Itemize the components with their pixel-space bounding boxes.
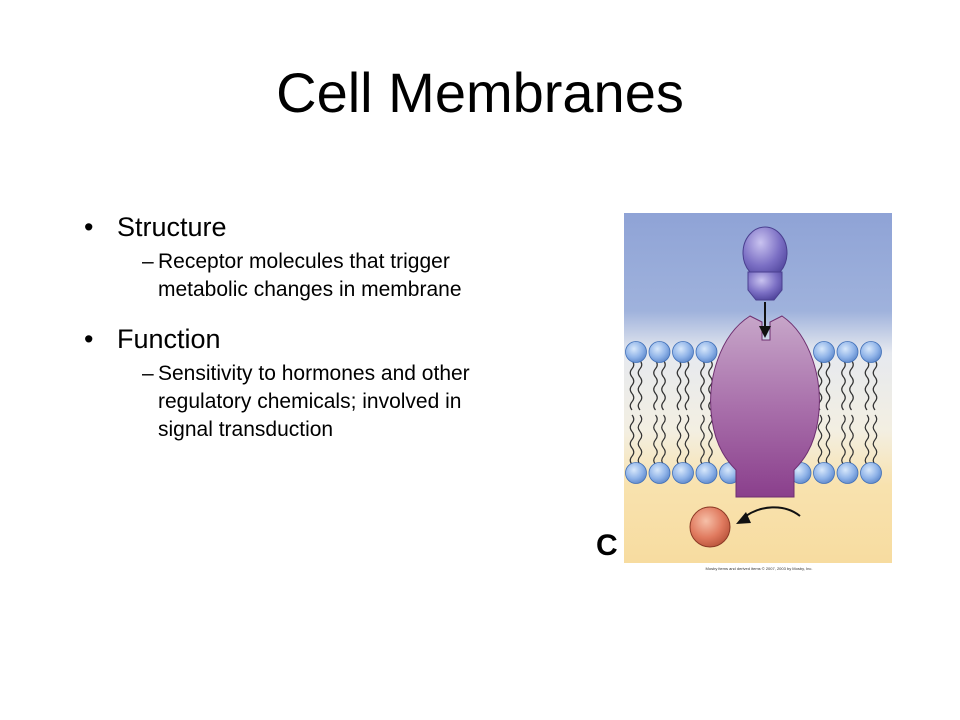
lipid-tail (700, 360, 705, 411)
lipid-head (860, 341, 882, 363)
lipid-tail (872, 414, 878, 465)
lipid-head (836, 341, 859, 363)
signal-molecule (742, 226, 788, 280)
lipid-tail (708, 414, 713, 465)
release-arrowhead (736, 512, 751, 524)
lipid-tail (817, 414, 823, 465)
lipid-head (672, 462, 694, 484)
lipid-tail (676, 360, 682, 411)
receptor-protein (710, 315, 820, 498)
lipid-head (625, 341, 647, 363)
lipid-head (695, 462, 718, 484)
product-molecule (689, 506, 731, 548)
lipid-tail (629, 414, 635, 465)
lipid-tail (825, 360, 831, 411)
sub-bullet-marker: – (142, 250, 154, 273)
lipid-tail (629, 360, 635, 411)
bullet-list: • Structure – Receptor molecules that tr… (84, 210, 514, 462)
lipid-tail (684, 414, 690, 465)
lipid-head (813, 462, 835, 484)
lipid-head (625, 462, 647, 484)
lipid-tail (637, 360, 643, 411)
lipid-head (672, 341, 694, 363)
lipid-tail (653, 414, 658, 465)
bullet-structure: • Structure (84, 210, 514, 244)
lipid-tail (825, 414, 831, 465)
lipid-head (813, 341, 835, 363)
sub-bullet-function: – Sensitivity to hormones and other regu… (84, 360, 514, 444)
lipid-tail (661, 414, 666, 465)
bullet-marker: • (84, 212, 94, 242)
lipid-tail (849, 414, 854, 465)
lipid-tail (676, 414, 682, 465)
lipid-tail (637, 414, 643, 465)
figure-panel-letter: C (596, 529, 618, 562)
bullet-marker: • (84, 324, 94, 354)
lipid-tail (700, 414, 705, 465)
slide-title: Cell Membranes (276, 61, 684, 124)
signal-molecule-stem (747, 271, 783, 301)
figure-copyright: Mosby items and derived items © 2007, 20… (705, 566, 813, 571)
lipid-tail (872, 360, 878, 411)
sub-bullet-marker: – (142, 362, 154, 385)
binding-arrowhead (759, 326, 771, 338)
lipid-tail (841, 414, 846, 465)
lipid-tail (684, 360, 690, 411)
membrane-receptor-diagram (624, 213, 892, 563)
bullet-label: Function (117, 324, 221, 354)
lipid-head (695, 341, 718, 363)
bullet-label: Structure (117, 212, 227, 242)
lipid-tail (849, 360, 854, 411)
sub-bullet-structure: – Receptor molecules that trigger metabo… (84, 248, 514, 304)
lipid-tail (653, 360, 658, 411)
lipid-tail (817, 360, 823, 411)
bullet-function: • Function (84, 322, 514, 356)
phospholipid-bilayer (625, 341, 882, 484)
lipid-tail (864, 360, 870, 411)
lipid-head (836, 462, 859, 484)
lipid-tail (661, 360, 666, 411)
lipid-head (860, 462, 882, 484)
lipid-tail (864, 414, 870, 465)
lipid-head (648, 341, 671, 363)
lipid-tail (841, 360, 846, 411)
sub-bullet-text: Sensitivity to hormones and other regula… (158, 362, 470, 441)
lipid-head (648, 462, 671, 484)
sub-bullet-text: Receptor molecules that trigger metaboli… (158, 250, 462, 301)
